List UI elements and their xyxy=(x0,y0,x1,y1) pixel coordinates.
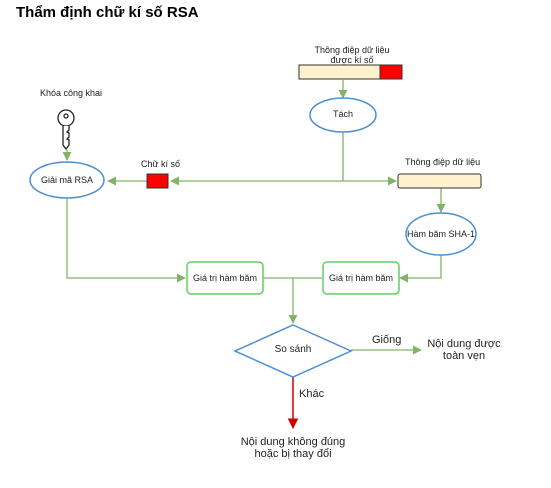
message-bar xyxy=(397,173,482,189)
signed-message-label-line-1: Thông điệp dữ liệu xyxy=(314,45,390,55)
hash-value-right-box xyxy=(322,261,400,295)
hash-value-left-label: Giá trị hàm băm xyxy=(192,273,258,283)
connectors xyxy=(62,80,446,355)
public-key-label: Khóa công khai xyxy=(40,88,103,98)
page-title: Thẩm định chữ kí số RSA xyxy=(16,4,199,21)
same-result: Nội dung được toàn vẹn xyxy=(418,338,510,362)
hash-fn-node xyxy=(405,212,477,256)
same-result-line-2: toàn vẹn xyxy=(442,350,486,362)
split-label: Tách xyxy=(332,109,353,119)
signature-block xyxy=(146,173,169,189)
edge-decrypt-to-hash-value xyxy=(66,198,186,283)
different-result-line-2: hoặc bị thay đổi xyxy=(254,448,332,460)
different-result-line-1: Nội dung không đúng xyxy=(240,436,346,448)
same-label: Giống xyxy=(372,334,402,346)
message-label: Thông điệp dữ liệu xyxy=(405,157,481,167)
different-result: Nội dung không đúng hoặc bị thay đổi xyxy=(225,436,361,460)
signature-label: Chữ kí số xyxy=(141,159,181,169)
compare-node xyxy=(233,324,353,378)
signed-message-bar xyxy=(298,64,403,80)
signed-message-label: Thông điệp dữ liệu được kí số xyxy=(298,45,406,65)
different-label: Khác xyxy=(299,388,325,400)
edge-hash-fn-to-hash-value xyxy=(399,254,442,283)
hash-value-right-label: Giá trị hàm băm xyxy=(328,273,394,283)
split-node xyxy=(309,97,377,133)
same-result-line-1: Nội dung được xyxy=(427,338,501,350)
hash-fn-label: Hàm băm SHA-1 xyxy=(406,229,476,239)
compare-label: So sánh xyxy=(274,344,312,355)
signed-message-label-line-2: được kí số xyxy=(330,55,374,65)
decrypt-node xyxy=(29,161,105,199)
decrypt-label: Giải mã RSA xyxy=(40,175,93,185)
key-icon xyxy=(57,109,75,151)
hash-value-left-box xyxy=(186,261,264,295)
